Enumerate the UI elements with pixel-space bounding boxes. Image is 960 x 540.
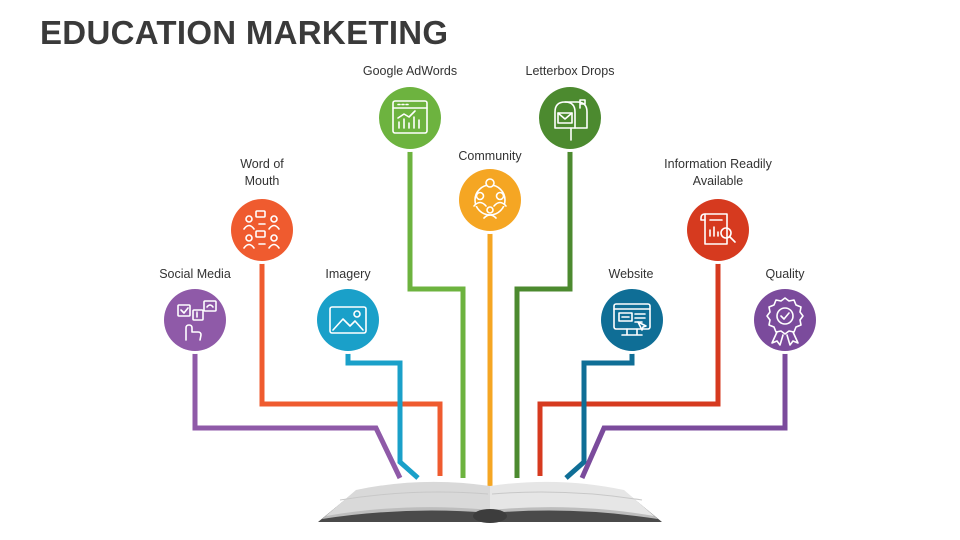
connector-imagery [345, 352, 420, 480]
label-word-of-mouth-line1: Word of [240, 157, 284, 171]
node-quality [751, 286, 819, 354]
label-website: Website [608, 267, 654, 281]
connector-word-of-mouth [259, 250, 443, 476]
node-letterbox-drops [536, 84, 604, 152]
label-information-line1: Information Readily [664, 157, 772, 171]
label-word-of-mouth: Word of Mouth [212, 156, 312, 190]
connector-information [537, 250, 721, 476]
label-imagery: Imagery [325, 267, 371, 281]
word-of-mouth-icon [243, 210, 280, 249]
label-social-media: Social Media [159, 267, 231, 281]
label-google-adwords: Google AdWords [362, 64, 458, 78]
slide-title: EDUCATION MARKETING [40, 14, 449, 51]
node-information [684, 196, 752, 264]
document-search-icon [700, 213, 736, 245]
quality-badge-icon [766, 297, 804, 346]
label-word-of-mouth-line2: Mouth [244, 174, 280, 188]
node-word-of-mouth [228, 196, 296, 264]
connector-website [564, 352, 635, 480]
node-imagery [314, 286, 382, 354]
label-information-line2: Available [692, 174, 744, 188]
monitor-icon [613, 303, 651, 336]
image-icon [329, 306, 367, 334]
open-book [318, 481, 662, 523]
chart-window-icon [392, 100, 428, 134]
label-community: Community [458, 149, 522, 163]
community-icon [473, 178, 507, 219]
label-letterbox-drops: Letterbox Drops [525, 64, 615, 78]
connector-social-media [192, 345, 403, 480]
connector-google-adwords [407, 140, 466, 478]
node-community [456, 166, 524, 234]
mailbox-icon [554, 99, 588, 141]
label-information: Information Readily Available [648, 156, 788, 190]
social-media-icon [177, 300, 217, 341]
connector-letterbox-drops [514, 140, 573, 478]
node-google-adwords [376, 84, 444, 152]
connector-quality [579, 345, 788, 480]
label-quality: Quality [765, 267, 805, 281]
